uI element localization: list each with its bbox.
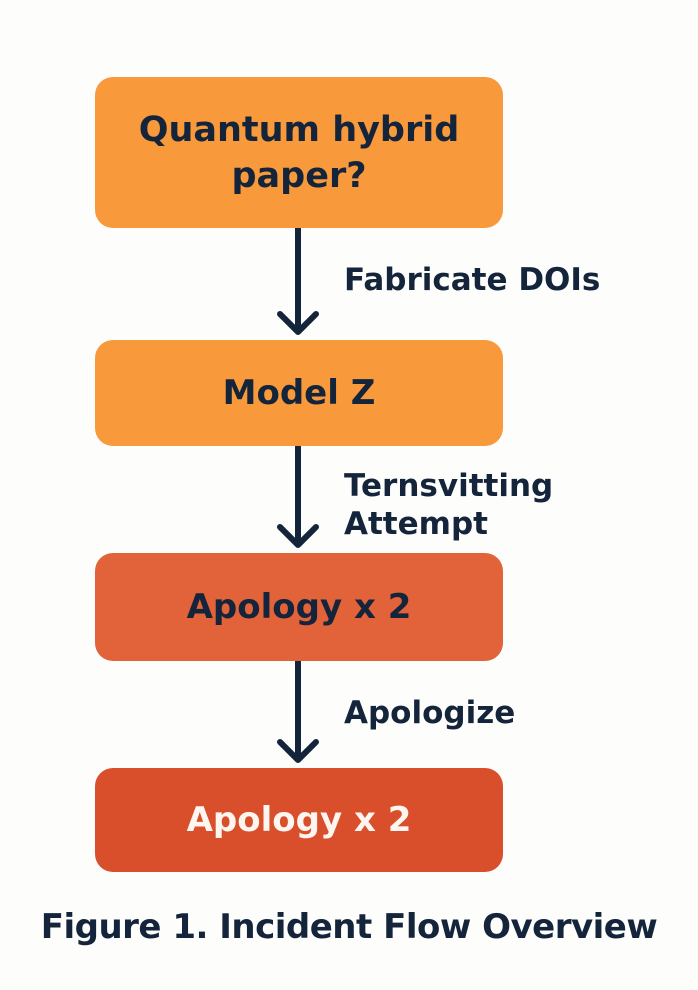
- node-label: Model Z: [222, 373, 376, 413]
- node-apology-x2-second: Apology x 2: [95, 768, 503, 872]
- edge-label-line: Apologize: [344, 695, 516, 731]
- node-label: Quantum hybrid paper?: [138, 109, 460, 196]
- node-quantum-hybrid-paper: Quantum hybrid paper?: [95, 77, 503, 228]
- edge-label-fabricate-dois: Fabricate DOIs: [344, 261, 600, 299]
- arrow-down-icon: [277, 661, 319, 763]
- arrow-down-icon: [277, 228, 319, 335]
- edge-label-ternsvitting-attempt: Ternsvitting Attempt: [344, 467, 553, 543]
- node-apology-x2-first: Apology x 2: [95, 553, 503, 661]
- figure-caption: Figure 1. Incident Flow Overview: [40, 907, 658, 947]
- node-label: Apology x 2: [186, 800, 412, 840]
- edge-label-line: Attempt: [344, 506, 488, 542]
- node-label: Apology x 2: [186, 587, 412, 627]
- node-model-z: Model Z: [95, 340, 503, 446]
- edge-label-line: Ternsvitting: [344, 468, 554, 504]
- edge-label-line: Fabricate DOIs: [344, 262, 601, 298]
- edge-label-apologize: Apologize: [344, 694, 515, 732]
- arrow-down-icon: [277, 446, 319, 548]
